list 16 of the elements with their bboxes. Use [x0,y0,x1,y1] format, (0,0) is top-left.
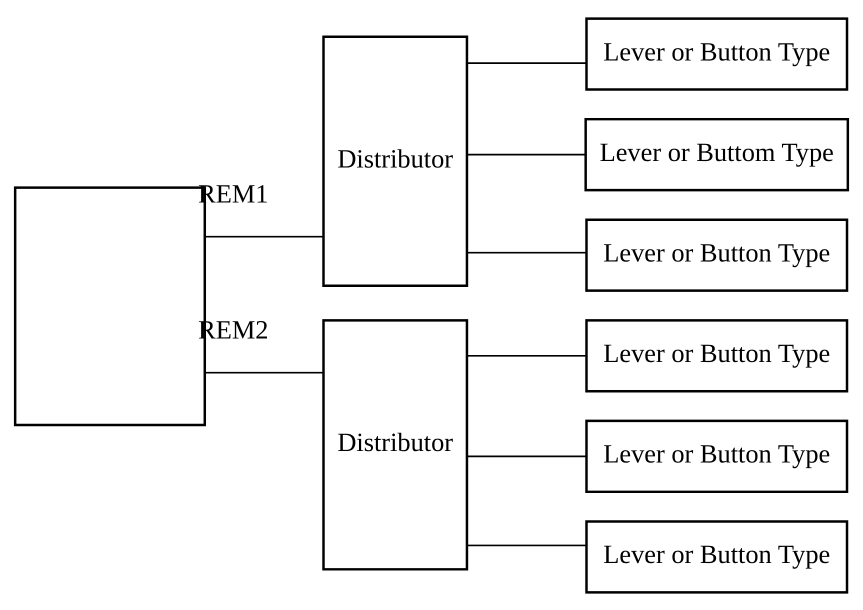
connector [467,455,586,457]
node-box: Distributor [322,318,468,570]
node-box: Lever or Button Type [585,419,848,493]
connector [467,544,586,546]
node-box: Lever or Button Type [585,318,848,392]
node-box: Lever or Button Type [585,16,848,90]
node-box: Lever or Button Type [585,520,848,594]
node-box: Lever or Button Type [585,218,848,292]
node-box: Lever or Buttom Type [584,117,850,191]
connector [467,354,586,356]
connector [467,251,586,254]
node-box: Distributor [322,35,468,286]
connector [204,235,324,237]
connector [204,371,324,374]
connector [467,153,586,155]
connector [467,62,586,64]
